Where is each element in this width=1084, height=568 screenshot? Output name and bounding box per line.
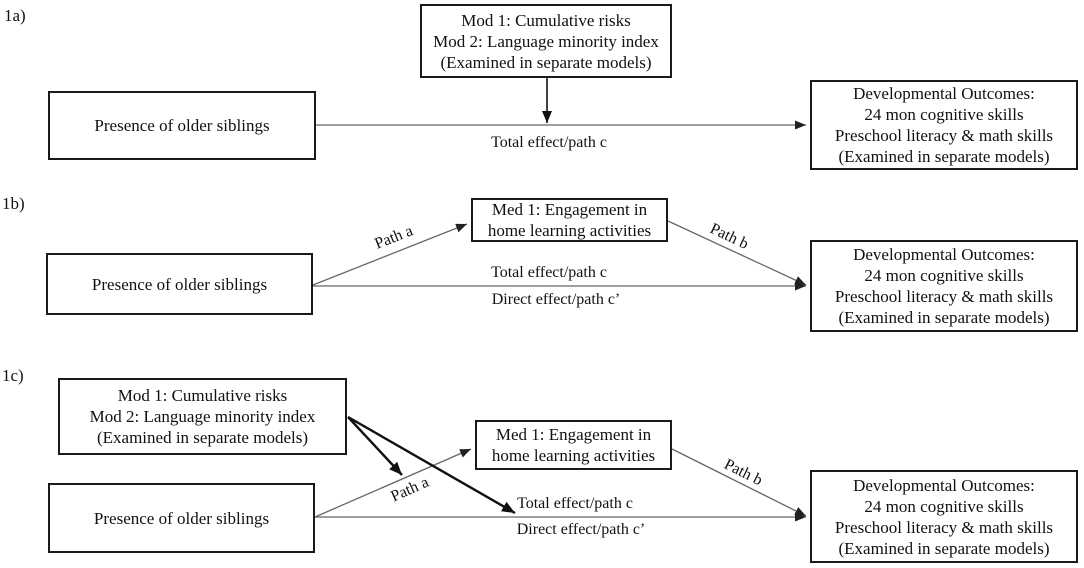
mediator-box-1b: Med 1: Engagement in home learning activ… [471, 198, 668, 242]
outcome-box-1a-line: Preschool literacy & math skills [834, 126, 1054, 145]
total-effect-label-1b: Total effect/path c [491, 264, 607, 281]
panel-label-1a: 1a) [4, 6, 26, 25]
outcome-box-1b-line: Preschool literacy & math skills [834, 287, 1054, 306]
moderator-box-1a: Mod 1: Cumulative risks Mod 2: Language … [420, 4, 672, 78]
direct-effect-label-1b: Direct effect/path c’ [491, 291, 621, 308]
moderator-box-1a-line: (Examined in separate models) [440, 52, 652, 72]
moderator-box-1c-line: Mod 1: Cumulative risks [117, 386, 288, 405]
arrow-path-b-1b [667, 220, 807, 286]
outcome-box-1b-line: Developmental Outcomes: [853, 245, 1035, 264]
moderator-box-1c-line: (Examined in separate models) [96, 428, 308, 447]
mediator-box-1c: Med 1: Engagement in home learning activ… [475, 420, 672, 470]
moderator-box-1a-line: Mod 1: Cumulative risks [461, 10, 631, 30]
arrow-path-a-1b [312, 223, 468, 286]
outcome-box-1b: Developmental Outcomes: 24 mon cognitive… [810, 240, 1078, 332]
panel-label-1c: 1c) [2, 366, 24, 385]
outcome-box-1c: Developmental Outcomes: 24 mon cognitive… [810, 470, 1078, 563]
predictor-box-1a: Presence of older siblings [48, 91, 316, 160]
predictor-box-1c-line: Presence of older siblings [93, 508, 270, 528]
predictor-box-1a-line: Presence of older siblings [94, 116, 270, 135]
direct-effect-label-1c: Direct effect/path c’ [516, 521, 646, 538]
moderator-box-1c: Mod 1: Cumulative risks Mod 2: Language … [58, 378, 347, 455]
arrow-path-a-1c [314, 448, 472, 518]
outcome-box-1b-line: 24 mon cognitive skills [864, 266, 1024, 285]
arrow-moderation-path-c-1c [347, 415, 516, 515]
outcome-box-1a-line: (Examined in separate models) [838, 147, 1050, 166]
outcome-box-1a-line: 24 mon cognitive skills [864, 105, 1024, 124]
moderator-box-1c-line: Mod 2: Language minority index [89, 407, 316, 426]
mediator-box-1c-line: Med 1: Engagement in [495, 425, 652, 444]
moderator-box-1a-line: Mod 2: Language minority index [433, 31, 659, 51]
arrow-path-b-1c [671, 448, 807, 517]
outcome-box-1c-line: 24 mon cognitive skills [864, 496, 1024, 516]
predictor-box-1b-line: Presence of older siblings [91, 274, 268, 294]
outcome-box-1b-line: (Examined in separate models) [838, 308, 1050, 327]
total-effect-label-1c: Total effect/path c [517, 495, 633, 512]
panel-label-1b: 1b) [2, 194, 25, 213]
predictor-box-1c: Presence of older siblings [48, 483, 315, 553]
predictor-box-1b: Presence of older siblings [46, 253, 313, 315]
outcome-box-1a-line: Developmental Outcomes: [853, 84, 1035, 103]
arrow-moderation-path-a-1c [347, 416, 403, 476]
outcome-box-1c-line: Preschool literacy & math skills [834, 517, 1054, 537]
mediator-box-1c-line: home learning activities [491, 446, 656, 465]
total-effect-label-1a: Total effect/path c [491, 134, 607, 151]
mediator-box-1b-line: home learning activities [487, 221, 652, 240]
outcome-box-1a: Developmental Outcomes: 24 mon cognitive… [810, 80, 1078, 170]
outcome-box-1c-line: Developmental Outcomes: [853, 475, 1035, 495]
outcome-box-1c-line: (Examined in separate models) [838, 538, 1050, 558]
mediator-box-1b-line: Med 1: Engagement in [491, 200, 648, 219]
